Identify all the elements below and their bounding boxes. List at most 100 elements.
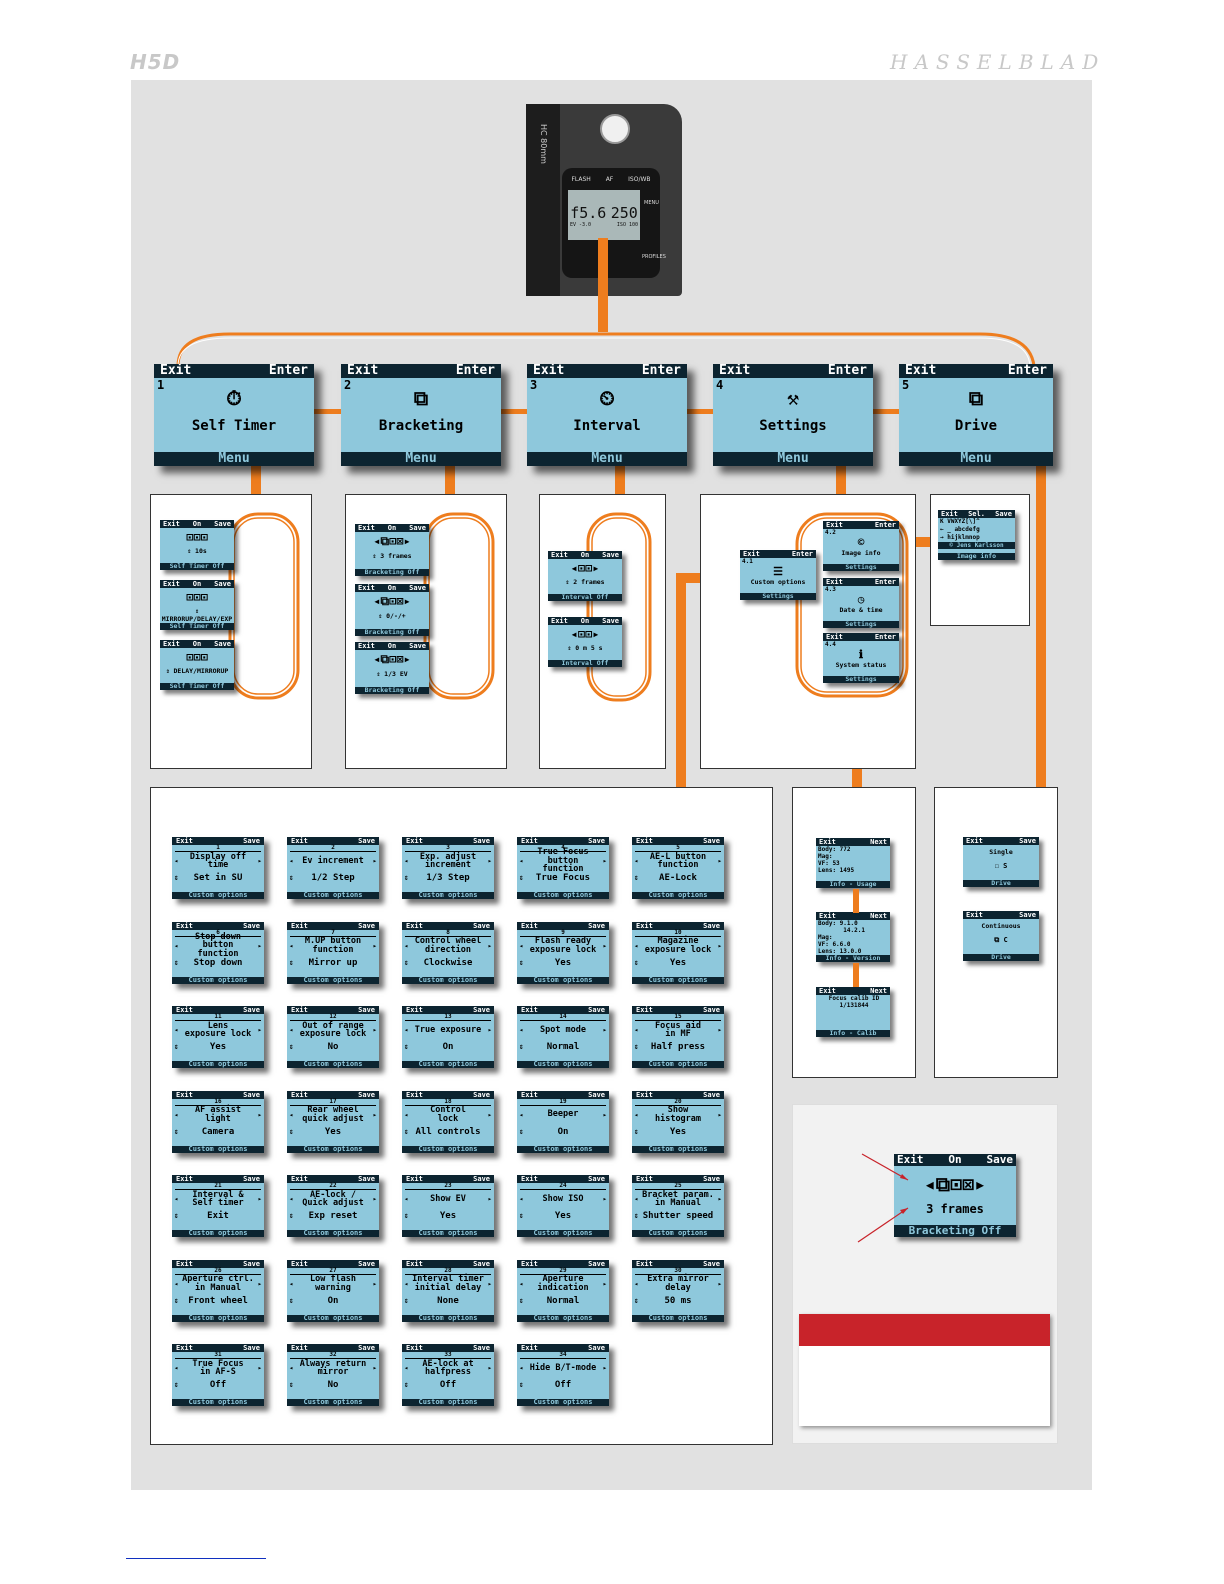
exit-label[interactable]: Exit bbox=[636, 1006, 653, 1014]
iso-wb-button[interactable]: ISO/WB bbox=[628, 176, 651, 183]
up-down-icon[interactable]: ⇕ bbox=[289, 1042, 294, 1051]
save-label[interactable]: Save bbox=[588, 921, 605, 930]
exit-label[interactable]: Exit bbox=[905, 364, 937, 378]
up-down-icon[interactable]: ⇕ bbox=[634, 873, 639, 882]
save-label[interactable]: Save bbox=[473, 1006, 490, 1014]
up-down-icon[interactable]: ⇕ bbox=[634, 957, 639, 967]
save-label[interactable]: Save bbox=[243, 1259, 260, 1268]
exit-label[interactable]: Exit bbox=[533, 364, 565, 378]
save-label[interactable]: Save bbox=[588, 837, 605, 845]
save-label[interactable]: Save bbox=[995, 510, 1012, 518]
right-arrow-icon[interactable]: ▸ bbox=[257, 1110, 262, 1119]
profiles-button[interactable]: PROFILES bbox=[642, 254, 666, 260]
save-label[interactable]: Save bbox=[214, 640, 231, 648]
exit-label[interactable]: Exit bbox=[291, 1344, 308, 1352]
save-label[interactable]: Save bbox=[473, 837, 490, 845]
up-down-icon[interactable]: ⇕ bbox=[519, 957, 524, 967]
exit-label[interactable]: Exit bbox=[163, 520, 180, 528]
exit-label[interactable]: Exit bbox=[966, 837, 983, 845]
right-arrow-icon[interactable]: ▸ bbox=[372, 1195, 377, 1203]
char-row[interactable]: K VWXYZ[\]^ bbox=[940, 518, 980, 525]
exit-label[interactable]: Exit bbox=[551, 617, 568, 625]
up-down-icon[interactable]: ⇕ bbox=[174, 957, 179, 967]
left-arrow-icon[interactable]: ◂ bbox=[634, 857, 639, 865]
right-arrow-icon[interactable]: ▸ bbox=[372, 857, 377, 865]
exit-label[interactable]: Exit bbox=[406, 921, 423, 930]
right-arrow-icon[interactable]: ▸ bbox=[602, 857, 607, 865]
right-arrow-icon[interactable]: ▸ bbox=[487, 1279, 492, 1288]
right-arrow-icon[interactable]: ▸ bbox=[372, 1110, 377, 1119]
save-label[interactable]: Save bbox=[473, 1090, 490, 1099]
left-arrow-icon[interactable]: ◂ bbox=[174, 941, 179, 950]
save-label[interactable]: Save bbox=[703, 1090, 720, 1099]
enter-label[interactable]: Enter bbox=[268, 364, 308, 378]
left-arrow-icon[interactable]: ◂ bbox=[174, 857, 179, 865]
up-down-icon[interactable]: ⇕ bbox=[404, 1295, 409, 1305]
left-arrow-icon[interactable]: ◂ bbox=[519, 1364, 524, 1372]
up-down-icon[interactable]: ⇕ bbox=[404, 1042, 409, 1051]
save-label[interactable]: Save bbox=[358, 1344, 375, 1352]
save-label[interactable]: Save bbox=[243, 1090, 260, 1099]
up-down-icon[interactable]: ⇕ bbox=[174, 1126, 179, 1136]
save-label[interactable]: Save bbox=[703, 1175, 720, 1183]
left-arrow-icon[interactable]: ◂ bbox=[404, 1026, 409, 1034]
up-down-icon[interactable]: ⇕ bbox=[174, 1295, 179, 1305]
right-arrow-icon[interactable]: ▸ bbox=[487, 1195, 492, 1203]
right-arrow-icon[interactable]: ▸ bbox=[257, 1364, 262, 1372]
left-arrow-icon[interactable]: ◂ bbox=[174, 1364, 179, 1372]
up-down-icon[interactable]: ⇕ bbox=[404, 1380, 409, 1389]
left-arrow-icon[interactable]: ◂ bbox=[289, 1195, 294, 1203]
right-arrow-icon[interactable]: ▸ bbox=[602, 1195, 607, 1203]
save-label[interactable]: Save bbox=[1019, 911, 1036, 919]
right-arrow-icon[interactable]: ▸ bbox=[717, 941, 722, 950]
right-arrow-icon[interactable]: ▸ bbox=[602, 1279, 607, 1288]
save-label[interactable]: Save bbox=[358, 1006, 375, 1014]
enter-label[interactable]: Enter bbox=[455, 364, 495, 378]
exit-label[interactable]: Exit bbox=[826, 521, 843, 529]
save-label[interactable]: Save bbox=[473, 1259, 490, 1268]
right-arrow-icon[interactable]: ▸ bbox=[717, 857, 722, 865]
exit-label[interactable]: Exit bbox=[743, 550, 760, 558]
exit-label[interactable]: Exit bbox=[176, 1344, 193, 1352]
save-label[interactable]: Save bbox=[358, 1090, 375, 1099]
enter-label[interactable]: Enter bbox=[641, 364, 681, 378]
exit-label[interactable]: Exit bbox=[176, 921, 193, 930]
save-label[interactable]: Save bbox=[602, 551, 619, 559]
exit-label[interactable]: Exit bbox=[176, 1090, 193, 1099]
exit-label[interactable]: Exit bbox=[347, 364, 379, 378]
up-down-icon[interactable]: ⇕ bbox=[519, 1295, 524, 1305]
left-arrow-icon[interactable]: ◂ bbox=[289, 941, 294, 950]
right-arrow-icon[interactable]: ▸ bbox=[487, 1026, 492, 1034]
save-label[interactable]: Save bbox=[243, 921, 260, 930]
on-label[interactable]: On bbox=[192, 520, 202, 528]
save-label[interactable]: Save bbox=[409, 642, 426, 650]
save-label[interactable]: Save bbox=[588, 1090, 605, 1099]
exit-label[interactable]: Exit bbox=[176, 1006, 193, 1014]
af-button[interactable]: AF bbox=[605, 176, 614, 183]
save-label[interactable]: Save bbox=[703, 1006, 720, 1014]
left-arrow-icon[interactable]: ◂ bbox=[519, 1195, 524, 1203]
exit-label[interactable]: Exit bbox=[636, 921, 653, 930]
on-label[interactable]: On bbox=[387, 584, 397, 592]
save-label[interactable]: Save bbox=[588, 1259, 605, 1268]
exit-label[interactable]: Exit bbox=[826, 633, 843, 641]
